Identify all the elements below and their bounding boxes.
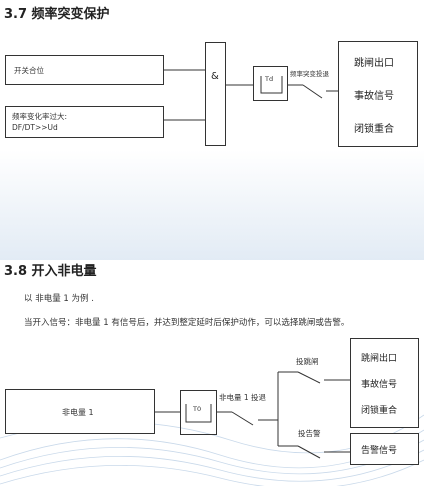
output-block-reclose: 闭锁重合 bbox=[354, 124, 394, 135]
switch-freq-label: 频率突变投退 bbox=[290, 70, 329, 78]
section-3-8-example: 以 非电量 1 为例 . bbox=[24, 294, 94, 304]
input-switch-closed-label: 开关合位 bbox=[14, 66, 44, 75]
output-box-3-7: 跳闸出口 事故信号 闭锁重合 bbox=[338, 41, 418, 147]
timer-t0: T0 bbox=[180, 390, 217, 435]
output-trip: 跳闸出口 bbox=[354, 58, 394, 69]
and-gate: & bbox=[205, 42, 226, 146]
output-accident-3-8: 事故信号 bbox=[361, 380, 398, 390]
input-freq-rate-line1: 频率变化率过大: bbox=[12, 112, 68, 121]
switch-non-electric-label: 非电量 1 投退 bbox=[219, 393, 267, 402]
switch-trip-label: 投跳闸 bbox=[296, 357, 319, 366]
input-switch-closed: 开关合位 bbox=[5, 55, 164, 85]
section-3-7-title: 3.7 频率突变保护 bbox=[4, 7, 110, 22]
output-block-reclose-3-8: 闭锁重合 bbox=[361, 406, 398, 416]
output-box-3-8: 跳闸出口 事故信号 闭锁重合 bbox=[350, 338, 419, 428]
input-freq-rate: 频率变化率过大: DF/DT>>Ud bbox=[5, 106, 164, 138]
output-trip-3-8: 跳闸出口 bbox=[361, 354, 398, 364]
switch-alarm-label: 投告警 bbox=[298, 429, 321, 438]
output-alarm-box: 告警信号 bbox=[350, 433, 419, 465]
output-accident: 事故信号 bbox=[354, 91, 394, 102]
and-gate-symbol: & bbox=[211, 71, 219, 82]
output-alarm: 告警信号 bbox=[361, 446, 398, 456]
input-non-electric-1-label: 非电量 1 bbox=[62, 408, 94, 417]
timer-td: Td bbox=[253, 66, 288, 101]
section-3-8-description: 当开入信号：非电量 1 有信号后，并达到整定延时后保护动作，可以选择跳闸或告警。 bbox=[24, 318, 350, 328]
section-3-8-title: 3.8 开入非电量 bbox=[4, 264, 97, 279]
timer-t0-label: T0 bbox=[193, 405, 202, 413]
input-non-electric-1: 非电量 1 bbox=[5, 389, 155, 434]
input-freq-rate-line2: DF/DT>>Ud bbox=[12, 123, 58, 132]
timer-td-label: Td bbox=[265, 75, 274, 83]
